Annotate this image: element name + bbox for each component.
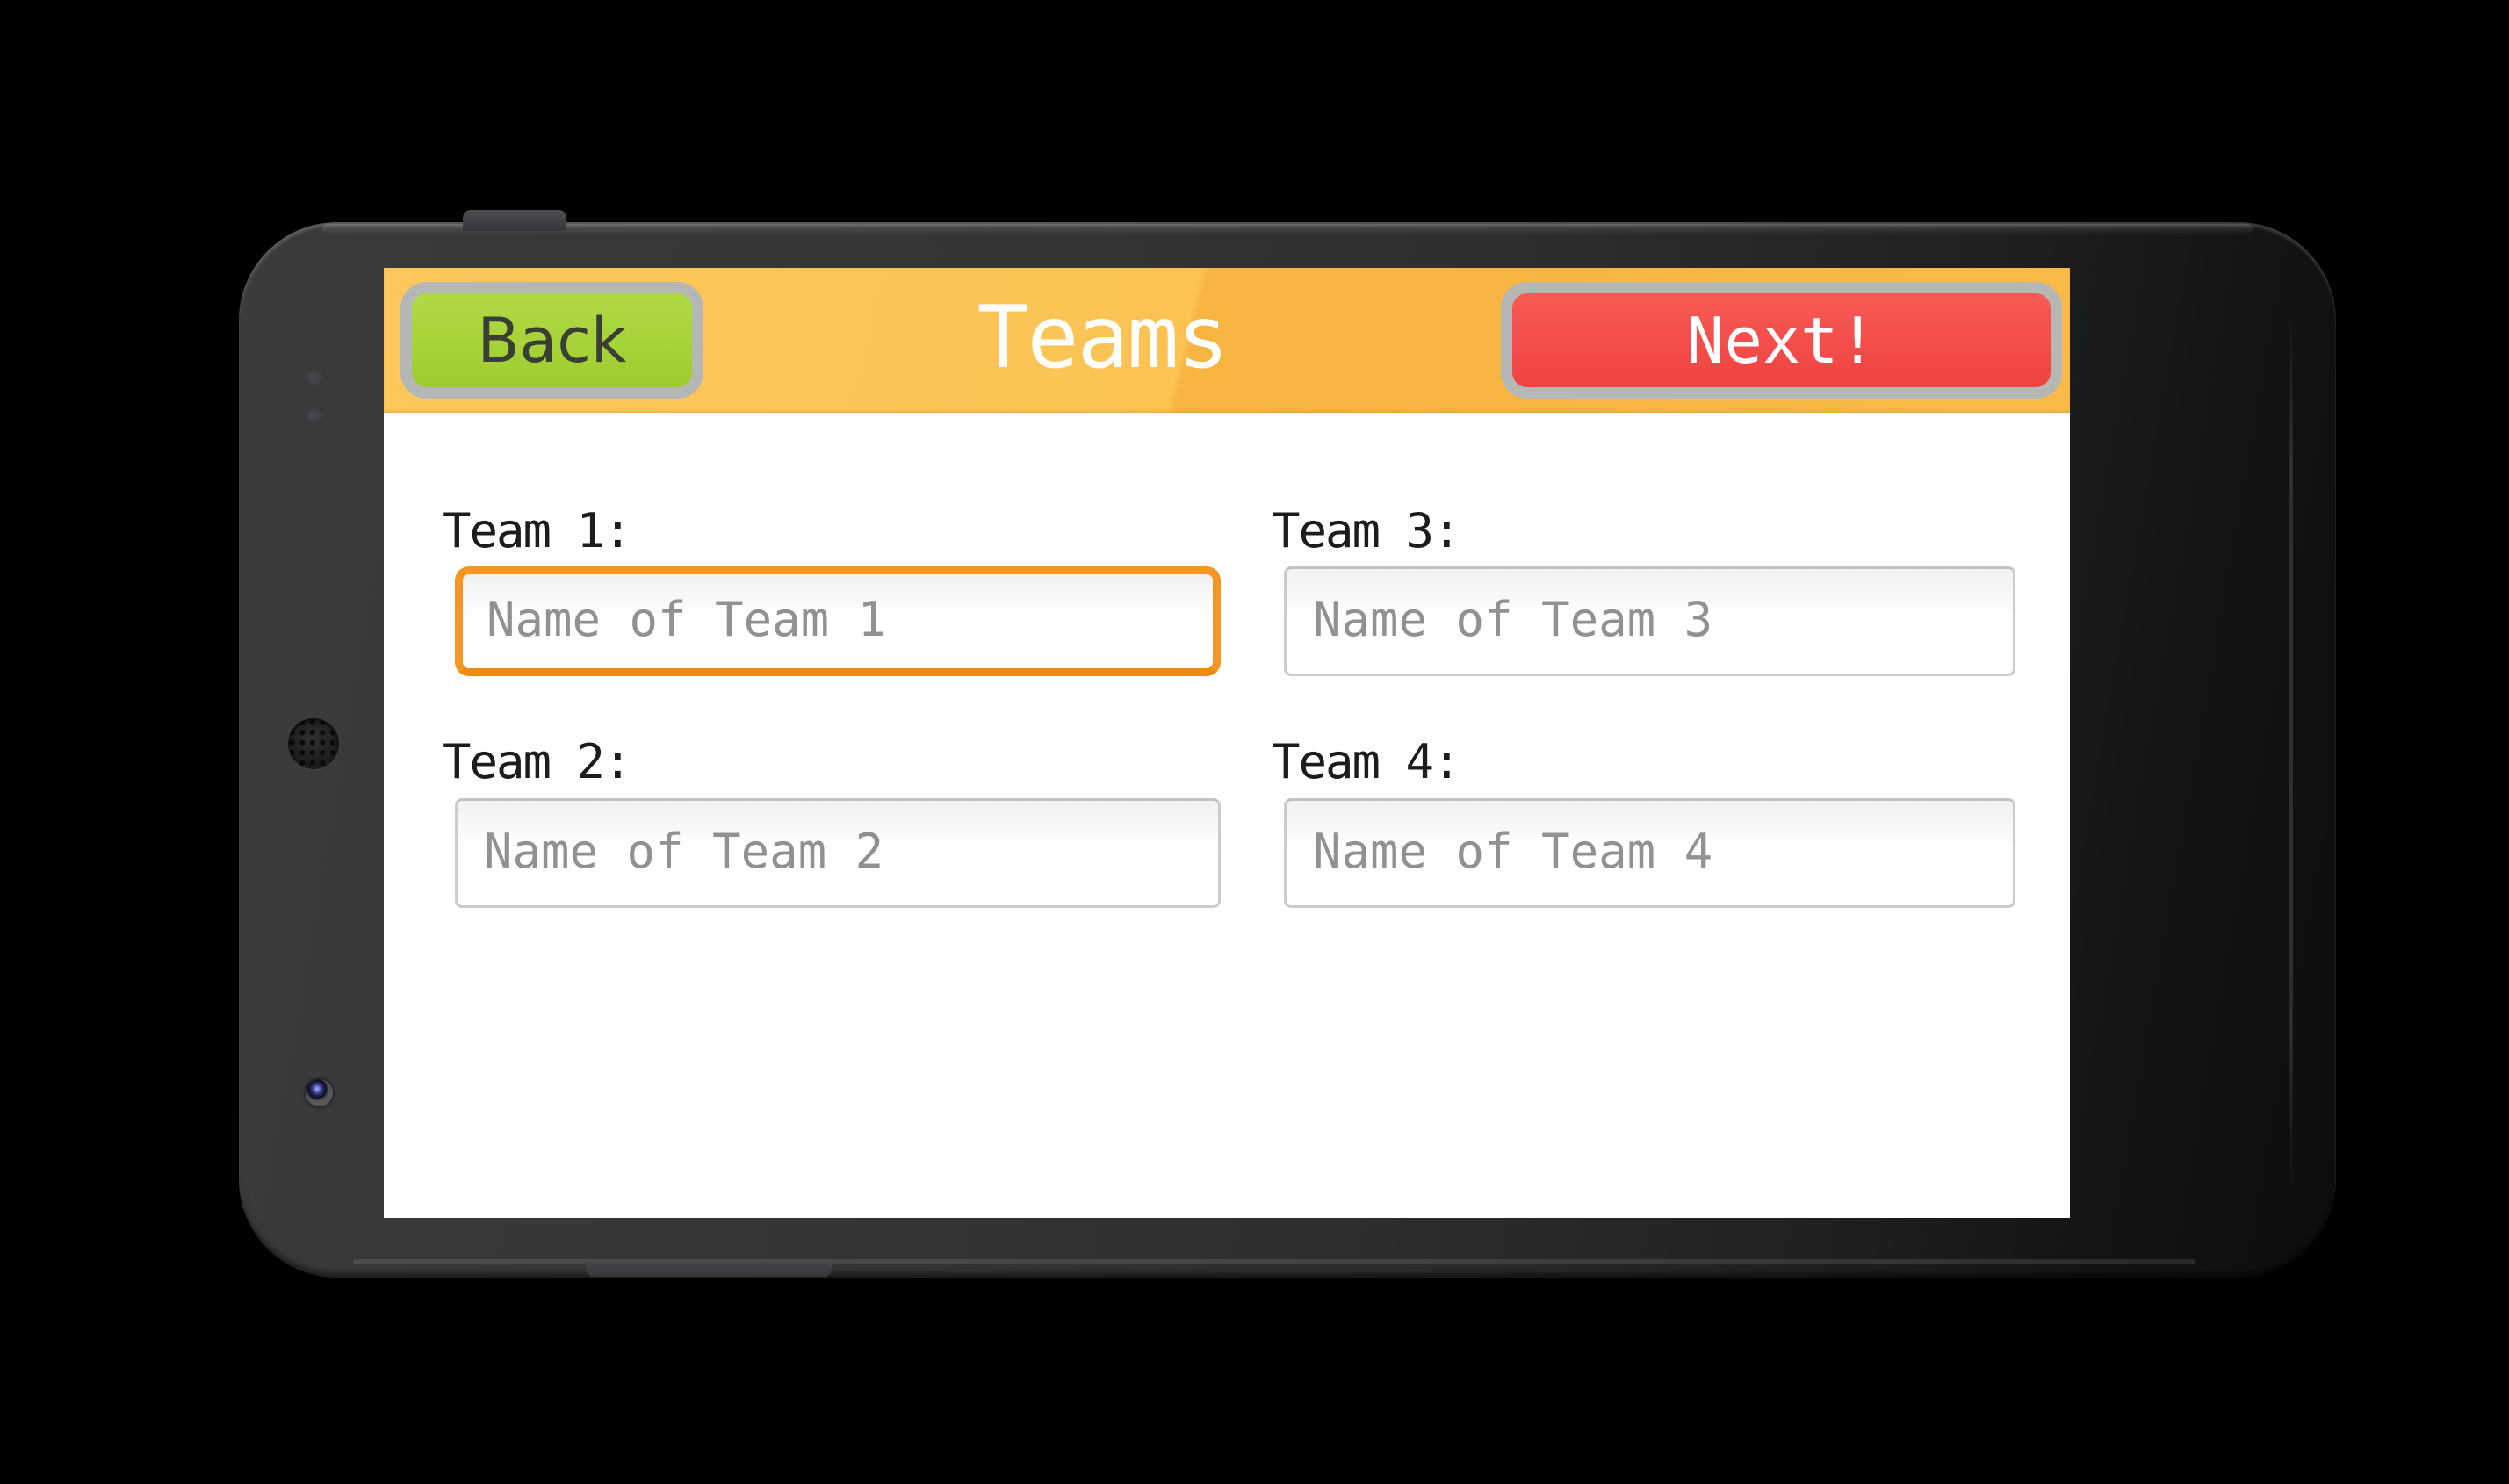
team-form: Team 1: Team 3: Team 2: Team 4: [384, 413, 2070, 908]
ambient-sensor-icon [306, 407, 322, 423]
front-camera-icon [306, 1079, 333, 1106]
power-button [463, 210, 566, 231]
team-3-name-input[interactable] [1284, 566, 2015, 677]
phone-top-edge-highlight [322, 224, 2253, 234]
app-header: Back Teams Next! [384, 268, 2070, 413]
team-1-name-input[interactable] [455, 566, 1221, 677]
team-2-name-input[interactable] [455, 797, 1221, 908]
earpiece-speaker-icon [288, 718, 339, 769]
back-button[interactable]: Back [400, 282, 703, 399]
team-2-label: Team 2: [443, 734, 632, 790]
next-button-label: Next! [1686, 303, 1877, 378]
team-1-label: Team 1: [443, 503, 632, 558]
team-4-label: Team 4: [1272, 734, 1461, 790]
team-4-name-input[interactable] [1284, 797, 2015, 908]
page-title: Teams [977, 287, 1229, 388]
proximity-sensor-icon [306, 370, 322, 385]
phone-body: Back Teams Next! Team 1: Team 3: Team 2:… [239, 210, 2336, 1278]
field-team-3: Team 3: [1272, 505, 2015, 677]
field-team-1: Team 1: [443, 505, 1221, 677]
next-button[interactable]: Next! [1501, 282, 2062, 399]
back-button-label: Back [477, 304, 627, 377]
field-team-2: Team 2: [443, 736, 1221, 908]
phone-right-edge-highlight [2289, 301, 2293, 1199]
phone-bottom-edge-highlight [353, 1259, 2195, 1264]
volume-button [586, 1262, 832, 1277]
app-screen: Back Teams Next! Team 1: Team 3: Team 2:… [384, 268, 2070, 1218]
team-3-label: Team 3: [1272, 503, 1461, 558]
field-team-4: Team 4: [1272, 736, 2015, 908]
